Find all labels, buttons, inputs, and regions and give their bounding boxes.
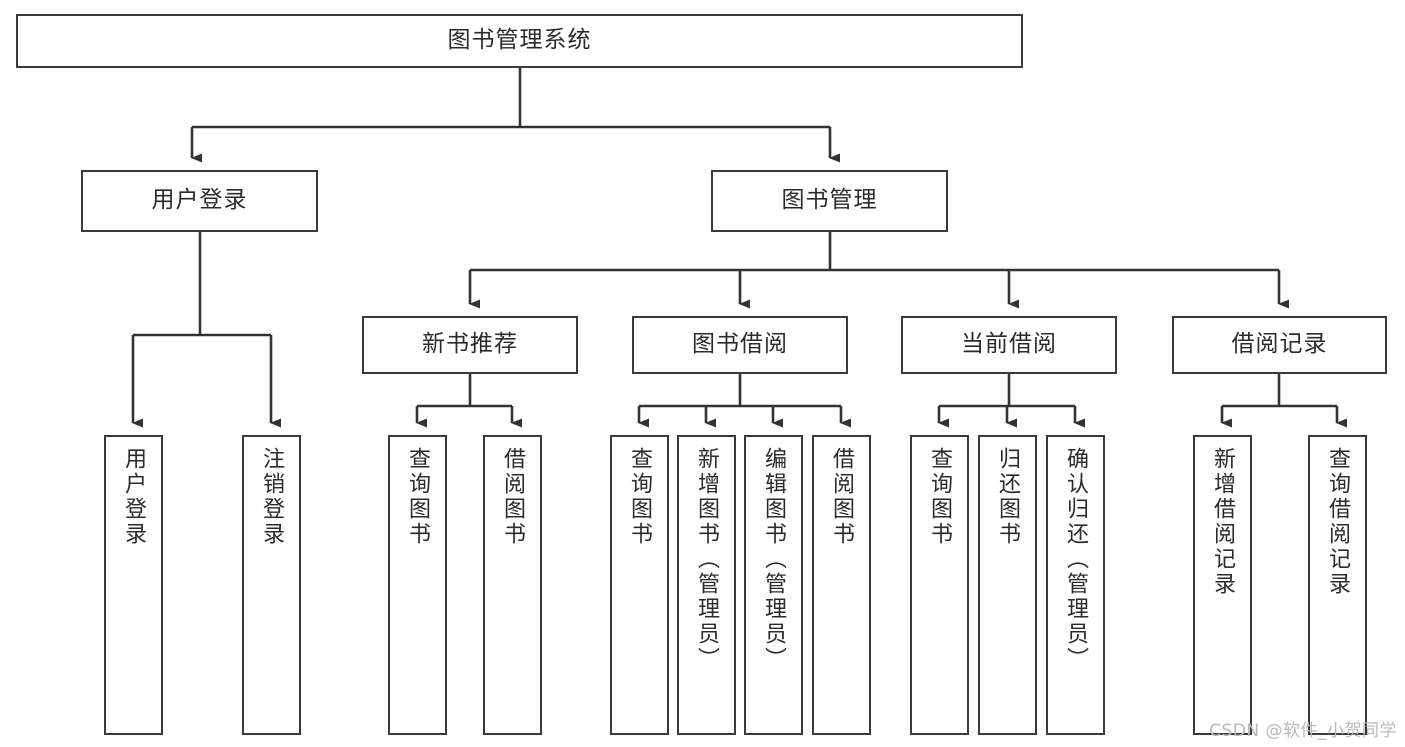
node-borrow-record[interactable]: 借阅记录 bbox=[1172, 316, 1387, 374]
node-leaf-query-record-label: 查询借阅记录 bbox=[1325, 447, 1351, 597]
node-book-borrow-label: 图书借阅 bbox=[692, 331, 788, 358]
node-leaf-add-record-label: 新增借阅记录 bbox=[1210, 447, 1236, 597]
node-leaf-query-book-2-label: 查询图书 bbox=[627, 447, 653, 547]
node-leaf-borrow-book-1-label: 借阅图书 bbox=[500, 447, 526, 547]
node-user-login[interactable]: 用户登录 bbox=[81, 170, 318, 232]
node-book-borrow[interactable]: 图书借阅 bbox=[632, 316, 848, 374]
node-leaf-confirm-return[interactable]: 确认归还（管理员） bbox=[1046, 435, 1105, 735]
node-leaf-borrow-book-1[interactable]: 借阅图书 bbox=[483, 435, 542, 735]
node-book-management[interactable]: 图书管理 bbox=[711, 170, 948, 232]
node-leaf-edit-book-label: 编辑图书（管理员） bbox=[761, 447, 787, 672]
node-user-login-label: 用户登录 bbox=[151, 187, 248, 214]
node-leaf-add-record[interactable]: 新增借阅记录 bbox=[1193, 435, 1252, 735]
node-leaf-borrow-book-2-label: 借阅图书 bbox=[829, 447, 855, 547]
node-leaf-edit-book[interactable]: 编辑图书（管理员） bbox=[744, 435, 803, 735]
node-leaf-query-book-3-label: 查询图书 bbox=[927, 447, 953, 547]
node-leaf-user-login-label: 用户登录 bbox=[121, 447, 147, 547]
node-new-book-recommend[interactable]: 新书推荐 bbox=[362, 316, 578, 374]
node-book-management-label: 图书管理 bbox=[781, 187, 878, 214]
node-leaf-query-book-3[interactable]: 查询图书 bbox=[910, 435, 969, 735]
node-borrow-record-label: 借阅记录 bbox=[1231, 331, 1328, 358]
node-leaf-logout-login[interactable]: 注销登录 bbox=[242, 435, 301, 735]
node-leaf-add-book[interactable]: 新增图书（管理员） bbox=[677, 435, 736, 735]
node-leaf-add-book-label: 新增图书（管理员） bbox=[694, 447, 720, 672]
node-current-borrow[interactable]: 当前借阅 bbox=[901, 316, 1117, 374]
node-new-book-recommend-label: 新书推荐 bbox=[422, 331, 518, 358]
node-leaf-user-login[interactable]: 用户登录 bbox=[104, 435, 163, 735]
node-leaf-confirm-return-label: 确认归还（管理员） bbox=[1063, 447, 1089, 672]
node-leaf-query-book-1-label: 查询图书 bbox=[405, 447, 431, 547]
watermark-text: CSDN @软件_小贺同学 bbox=[1209, 721, 1397, 741]
node-leaf-query-record[interactable]: 查询借阅记录 bbox=[1308, 435, 1367, 735]
node-root-label: 图书管理系统 bbox=[447, 27, 592, 54]
node-leaf-return-book-label: 归还图书 bbox=[995, 447, 1021, 547]
node-leaf-query-book-2[interactable]: 查询图书 bbox=[610, 435, 669, 735]
node-leaf-borrow-book-2[interactable]: 借阅图书 bbox=[812, 435, 871, 735]
node-root[interactable]: 图书管理系统 bbox=[16, 14, 1023, 68]
node-leaf-return-book[interactable]: 归还图书 bbox=[978, 435, 1037, 735]
node-leaf-query-book-1[interactable]: 查询图书 bbox=[388, 435, 447, 735]
node-current-borrow-label: 当前借阅 bbox=[961, 331, 1057, 358]
node-leaf-logout-login-label: 注销登录 bbox=[259, 447, 285, 547]
